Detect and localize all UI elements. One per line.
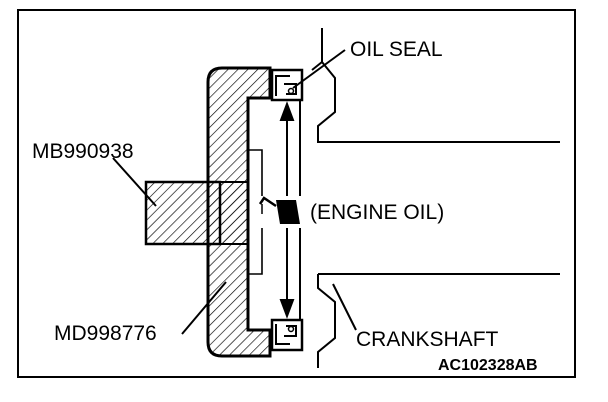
label-crankshaft: CRANKSHAFT — [356, 328, 499, 351]
crankshaft-outline — [311, 28, 560, 368]
oil-seal-bottom — [270, 318, 304, 352]
label-engine-oil: (ENGINE OIL) — [310, 201, 444, 224]
figure-code: AC102328AB — [438, 357, 538, 374]
seal-lip-arrow — [279, 101, 295, 319]
label-tool-handle: MB990938 — [32, 140, 134, 163]
oil-can-icon — [258, 196, 304, 228]
label-tool-installer: MD998776 — [54, 322, 157, 345]
leader-lines — [112, 49, 357, 335]
label-oil-seal: OIL SEAL — [350, 38, 443, 61]
